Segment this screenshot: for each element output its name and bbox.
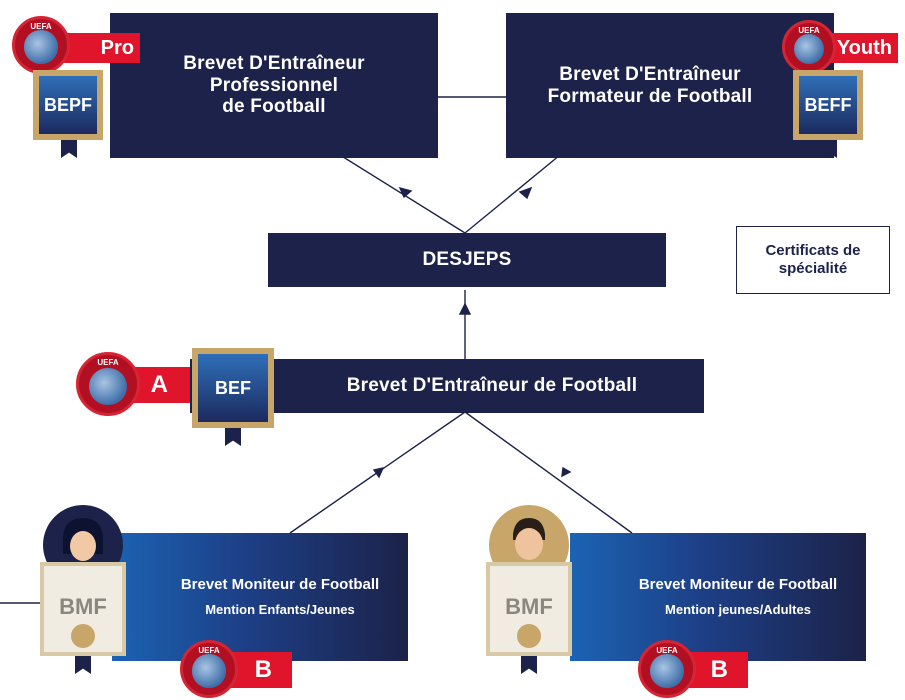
youth-tag-label: Youth (836, 36, 892, 59)
bmf-adultes-certificate: BMF (486, 562, 572, 656)
bmf-enfants-title: Brevet Moniteur de Football (180, 575, 380, 593)
certificats-line-1: Certificats de (765, 242, 861, 259)
ribbon-icon (225, 428, 241, 446)
bepf-title-line-1: Brevet D'Entraîneur (183, 52, 365, 74)
certificats-line-2: spécialité (778, 260, 848, 277)
beff-box: Brevet D'Entraîneur Formateur de Footbal… (506, 13, 834, 158)
bmf-adultes-cert-label: BMF (505, 594, 553, 619)
pro-tag: Pro (58, 33, 140, 63)
bef-badge-label: BEF (215, 377, 251, 398)
ribbon-icon (821, 140, 837, 158)
certificats-box: Certificats de spécialité (736, 226, 890, 294)
uefa-logo-icon: UEFA (76, 352, 140, 416)
bmf-adultes-box: Brevet Moniteur de Football Mention jeun… (570, 533, 866, 661)
a-tag-label: A (150, 371, 168, 398)
desjeps-box: DESJEPS (268, 233, 666, 287)
bepf-title-line-3: de Football (222, 96, 326, 118)
uefa-logo-icon: UEFA (180, 640, 238, 698)
uefa-logo-icon: UEFA (638, 640, 696, 698)
ribbon-icon (61, 140, 77, 158)
bmf-enfants-cert-label: BMF (59, 594, 107, 619)
bef-title: Brevet D'Entraîneur de Football (346, 375, 638, 397)
bepf-badge: BEPF (33, 70, 103, 140)
ribbon-icon (75, 656, 91, 674)
bef-badge: BEF (192, 348, 274, 428)
desjeps-label: DESJEPS (422, 249, 512, 271)
pro-tag-label: Pro (100, 36, 134, 59)
ribbon-icon (521, 656, 537, 674)
bef-box: Brevet D'Entraîneur de Football (190, 359, 704, 413)
bmf-enfants-certificate: BMF (40, 562, 126, 656)
b-tag-left-label: B (254, 656, 272, 683)
b-tag-right-label: B (710, 656, 728, 683)
uefa-logo-icon: UEFA (12, 16, 70, 74)
bmf-enfants-subtitle: Mention Enfants/Jeunes (205, 602, 355, 618)
uefa-logo-icon: UEFA (782, 20, 836, 74)
beff-badge: BEFF (793, 70, 863, 140)
bmf-adultes-subtitle: Mention jeunes/Adultes (665, 602, 811, 618)
bepf-box: Brevet D'Entraîneur Professionnel de Foo… (110, 13, 438, 158)
bepf-badge-label: BEPF (43, 94, 92, 115)
beff-title-line-1: Brevet D'Entraîneur (559, 63, 741, 85)
bepf-title-line-2: Professionnel (209, 74, 339, 96)
bmf-adultes-title: Brevet Moniteur de Football (638, 575, 838, 593)
beff-badge-label: BEFF (804, 94, 852, 115)
bmf-enfants-box: Brevet Moniteur de Football Mention Enfa… (112, 533, 408, 661)
beff-title-line-2: Formateur de Football (547, 85, 753, 107)
